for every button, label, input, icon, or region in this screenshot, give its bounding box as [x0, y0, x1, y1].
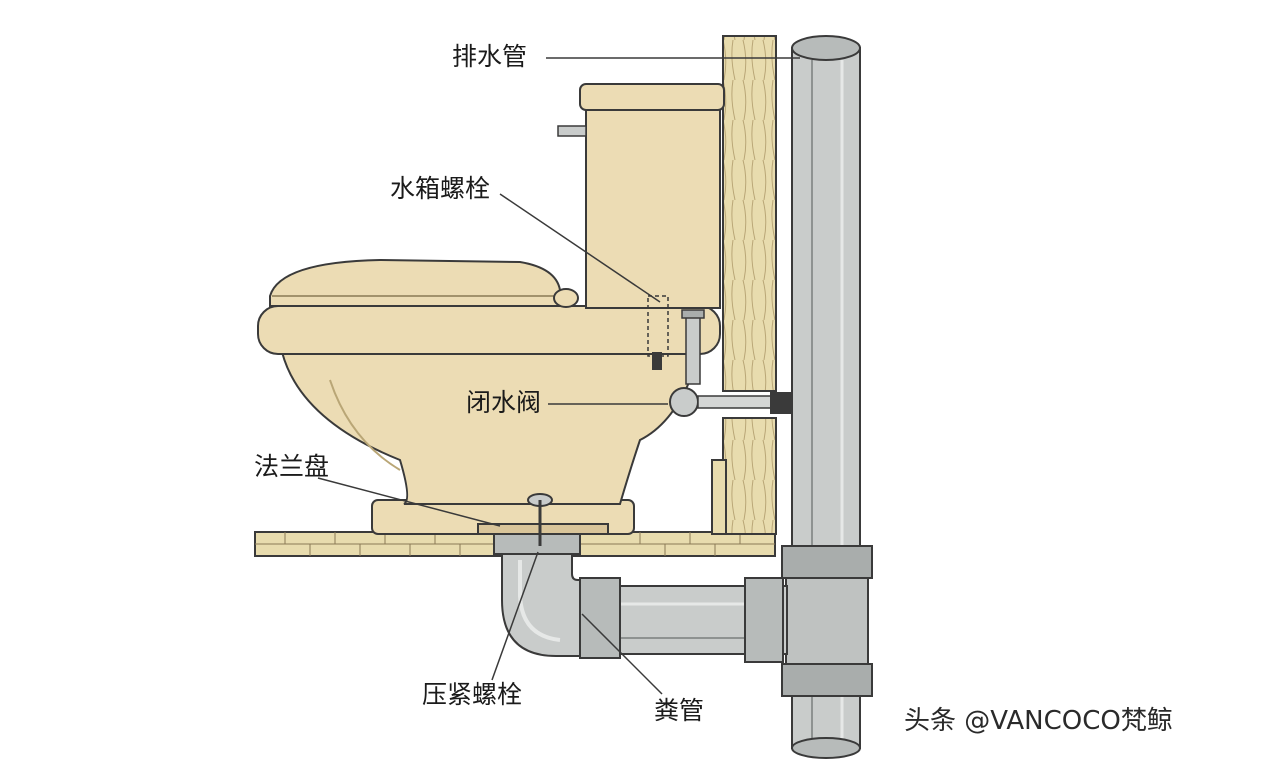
shutoff-valve — [669, 309, 792, 417]
toilet-tank — [557, 83, 725, 370]
label-waste-pipe: 粪管 — [654, 696, 705, 725]
watermark: 头条 @VANCOCO梵鲸 — [904, 706, 1173, 736]
label-clamp-bolt: 压紧螺栓 — [422, 680, 523, 709]
label-flange: 法兰盘 — [254, 452, 330, 481]
leader-lines — [317, 57, 800, 695]
drain-pipe-stack — [781, 35, 873, 759]
label-drain-pipe: 排水管 — [452, 42, 528, 71]
toilet-bowl — [257, 258, 721, 546]
label-shutoff-valve: 闭水阀 — [466, 388, 542, 417]
label-tank-bolt: 水箱螺栓 — [390, 174, 491, 203]
wall-studs — [711, 35, 777, 535]
waste-pipe — [493, 529, 788, 663]
